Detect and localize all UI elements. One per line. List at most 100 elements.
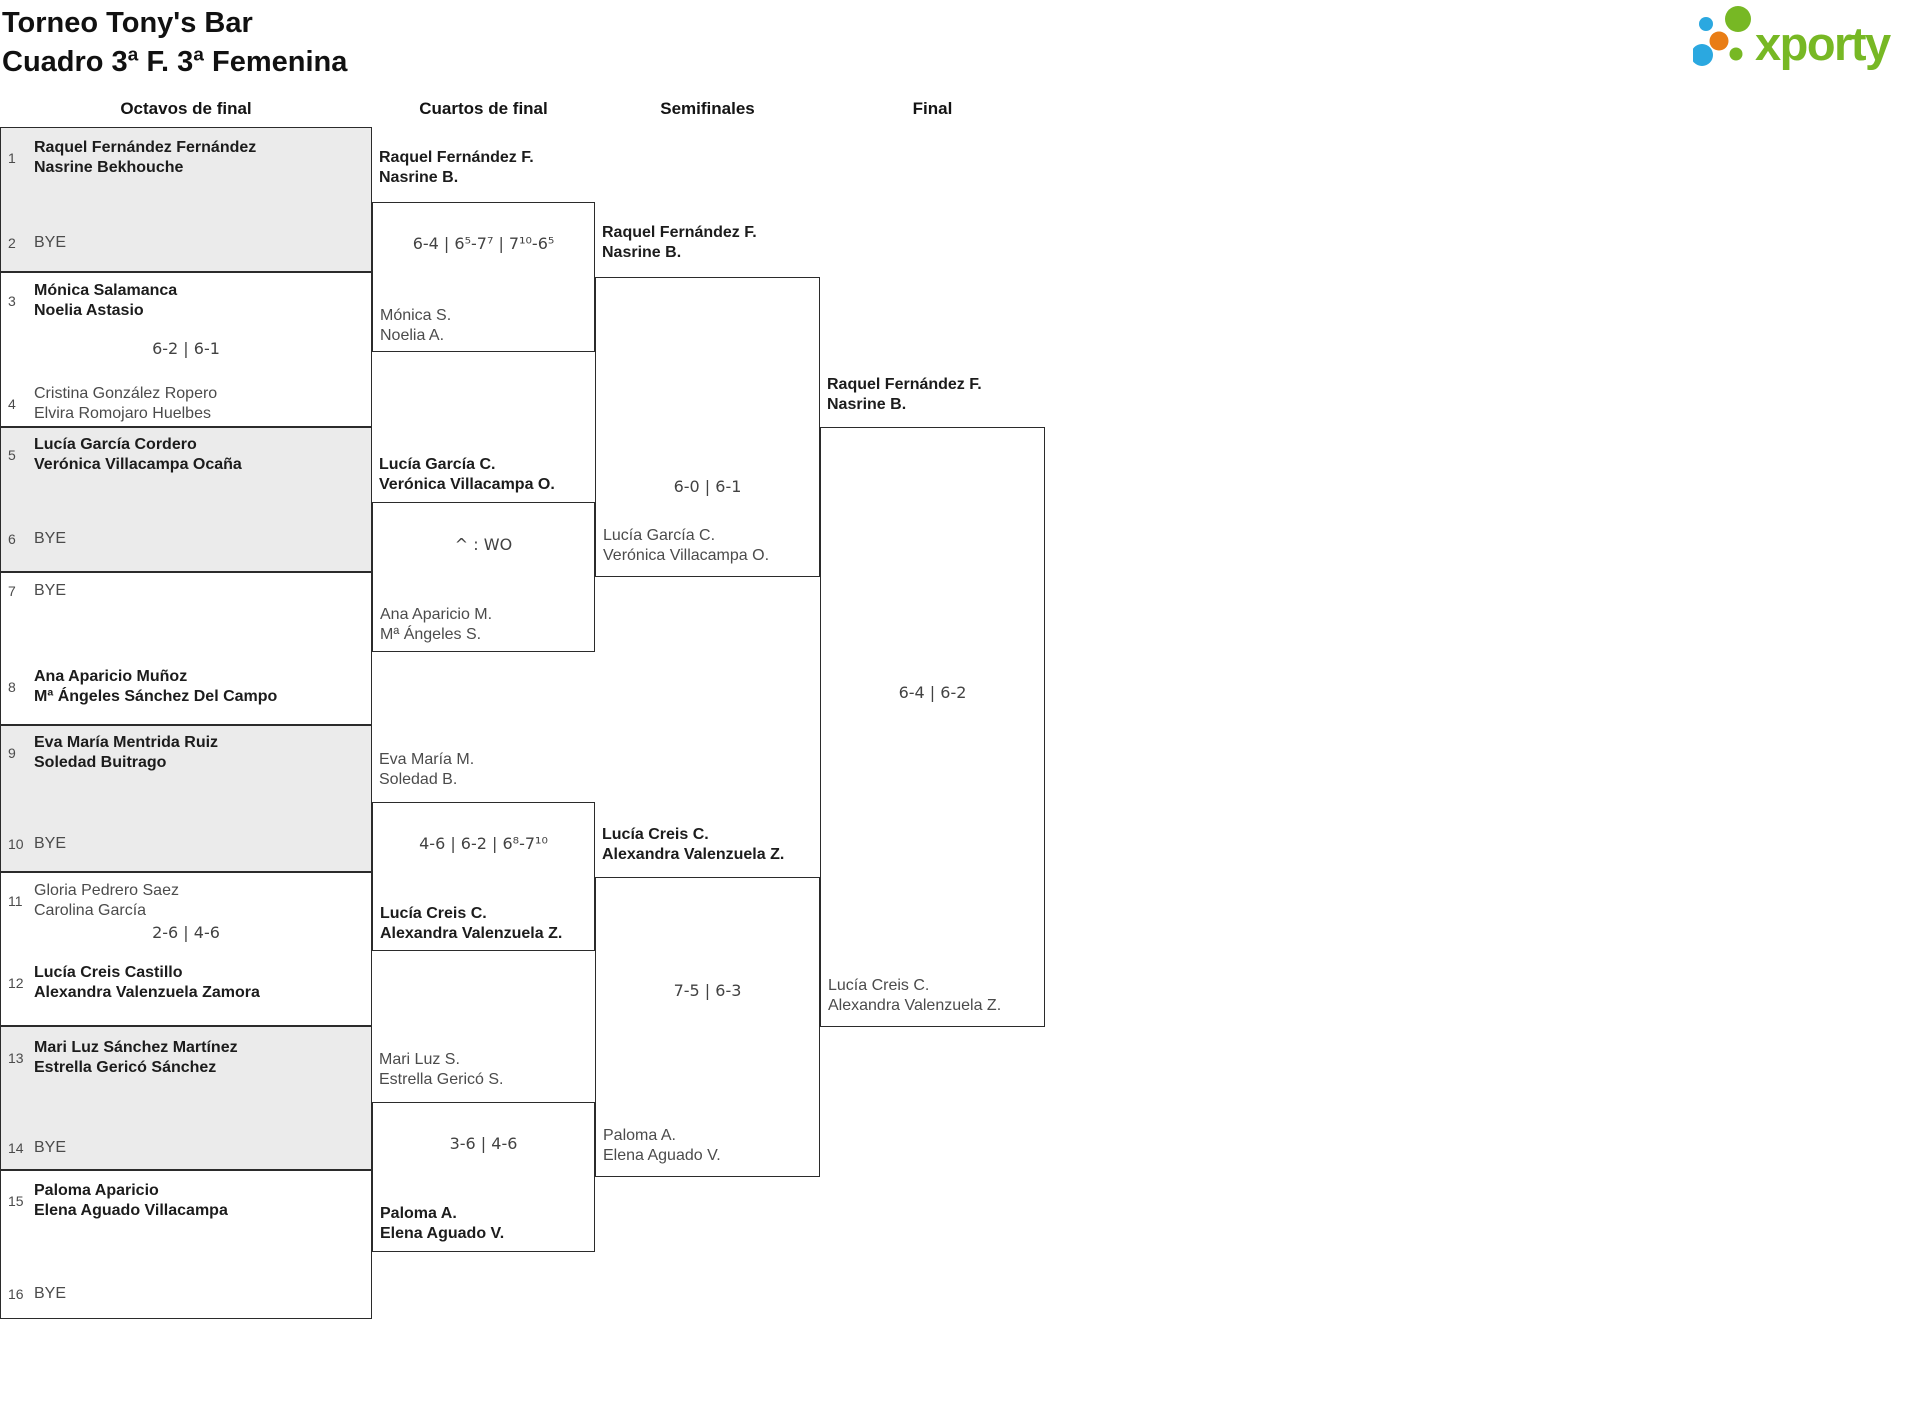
bye-label: BYE — [34, 234, 67, 251]
bye-label: BYE — [34, 530, 67, 547]
match-score: 4-6 | 6-2 | 6⁸-7¹⁰ — [419, 834, 548, 853]
qf2-team2-label: Ana Aparicio M.Mª Ángeles S. — [380, 605, 492, 645]
player-name: Gloria Pedrero Saez — [34, 882, 179, 899]
player-name: Paloma A. — [603, 1127, 676, 1144]
player-name: Lucía García C. — [603, 527, 716, 544]
player-name: Mónica S. — [380, 307, 452, 324]
player-name: Noelia A. — [380, 327, 445, 344]
player-name: Eva María M. — [379, 751, 475, 768]
match-score: 6-4 | 6-2 — [898, 683, 967, 702]
match-score: 3-6 | 4-6 — [449, 1134, 518, 1153]
qf-match-2-box: ^ : WO Ana Aparicio M.Mª Ángeles S. — [372, 502, 595, 652]
player-name: Eva María Mentrida Ruiz — [34, 734, 219, 751]
player-name: Verónica Villacampa O. — [379, 476, 555, 493]
player-name: Lucía García C. — [379, 456, 496, 473]
qf2-team1-label: Lucía García C. Verónica Villacampa O. — [379, 455, 555, 495]
seed-number: 13 — [8, 1050, 24, 1066]
seed-number: 10 — [8, 836, 24, 852]
player-name: Mari Luz Sánchez Martínez — [34, 1039, 238, 1056]
xporty-logo-text: xporty — [1755, 17, 1891, 70]
qf4-team2-label: Paloma A.Elena Aguado V. — [380, 1204, 504, 1244]
player-name: Raquel Fernández F. — [379, 149, 534, 166]
player-name: Mª Ángeles Sánchez Del Campo — [34, 688, 278, 705]
player-name: Soledad Buitrago — [34, 754, 167, 771]
match-score: ^ : WO — [454, 535, 513, 554]
qf-match-1-box: 6-4 | 6⁵-7⁷ | 7¹⁰-6⁵ Mónica S.Noelia A. — [372, 202, 595, 352]
qf4-team1-label: Mari Luz S. Estrella Gericó S. — [379, 1050, 503, 1090]
final-match-box: 6-4 | 6-2 Lucía Creis C. Alexandra Valenz… — [820, 427, 1045, 1027]
sf2-team2-label: Paloma A.Elena Aguado V. — [603, 1126, 721, 1166]
sf-match-2-box: 7-5 | 6-3 Paloma A.Elena Aguado V. — [595, 877, 820, 1177]
bye-label: BYE — [34, 835, 67, 852]
xporty-logo[interactable]: xporty — [1691, 2, 1920, 74]
tournament-name: Torneo Tony's Bar — [2, 7, 253, 39]
sf2-team1-label: Lucía Creis C.Alexandra Valenzuela Z. — [602, 825, 784, 865]
xporty-logo-icon: xporty — [1691, 6, 1893, 70]
player-name: Nasrine B. — [602, 244, 682, 261]
player-name: Elvira Romojaro Huelbes — [34, 405, 211, 422]
player-name: Lucía Creis C. — [602, 826, 709, 843]
player-name: Noelia Astasio — [34, 302, 144, 319]
bye-label: BYE — [34, 582, 67, 599]
final-team2-label: Lucía Creis C. Alexandra Valenzuela Z. — [828, 976, 1001, 1016]
round-header-final: Final — [912, 99, 953, 118]
player-name: Ana Aparicio M. — [380, 606, 493, 623]
qf1-team1-label: Raquel Fernández F. Nasrine B. — [379, 148, 534, 188]
player-name: Verónica Villacampa O. — [603, 547, 770, 564]
player-name: Paloma A. — [380, 1205, 457, 1222]
qf-match-4-box: 3-6 | 4-6 Paloma A.Elena Aguado V. — [372, 1102, 595, 1252]
match-score: 6-2 | 6-1 — [152, 339, 220, 358]
r16-slot-7: 7 BYE — [1, 581, 371, 601]
r16-slot-2: 2 BYE — [1, 233, 371, 253]
player-name: Lucía Creis C. — [828, 977, 930, 994]
bye-label: BYE — [34, 1139, 67, 1156]
sf-match-1-box: 6-0 | 6-1 Lucía García C. Verónica Villac… — [595, 277, 820, 577]
seed-number: 11 — [8, 893, 23, 909]
seed-number: 1 — [8, 150, 16, 166]
player-name: Raquel Fernández Fernández — [34, 139, 257, 156]
match-score: 7-5 | 6-3 — [673, 981, 742, 1000]
r16-slot-14: 14 BYE — [1, 1138, 371, 1158]
final-team1-label: Raquel Fernández F.Nasrine B. — [827, 375, 982, 415]
player-name: Lucía Creis C. — [380, 905, 487, 922]
player-name: Estrella Gericó S. — [379, 1071, 504, 1088]
sf1-team1-label: Raquel Fernández F.Nasrine B. — [602, 223, 757, 263]
player-name: Alexandra Valenzuela Z. — [380, 925, 563, 942]
player-name: Nasrine B. — [379, 169, 459, 186]
seed-number: 7 — [8, 583, 16, 599]
player-name: Elena Aguado Villacampa — [34, 1202, 228, 1219]
seed-number: 12 — [8, 975, 24, 991]
r16-slot-16: 16 BYE — [1, 1284, 371, 1304]
player-name: Mari Luz S. — [379, 1051, 460, 1068]
qf3-team2-label: Lucía Creis C. Alexandra Valenzuela Z. — [380, 904, 562, 944]
seed-number: 4 — [8, 396, 16, 412]
sf1-team2-label: Lucía García C. Verónica Villacampa O. — [603, 526, 769, 566]
player-name: Carolina García — [34, 902, 147, 919]
seed-number: 6 — [8, 531, 16, 547]
seed-number: 15 — [8, 1193, 24, 1209]
seed-number: 5 — [8, 447, 16, 463]
qf3-team1-label: Eva María M.Soledad B. — [379, 750, 474, 790]
seed-number: 3 — [8, 293, 16, 309]
player-name: Lucía García Cordero — [34, 436, 197, 453]
player-name: Alexandra Valenzuela Zamora — [34, 984, 260, 1001]
match-score: 6-0 | 6-1 — [673, 477, 742, 496]
r16-slot-6: 6 BYE — [1, 529, 371, 549]
draw-name: Cuadro 3ª F. 3ª Femenina — [2, 46, 348, 78]
player-name: Verónica Villacampa Ocaña — [34, 456, 242, 473]
player-name: Alexandra Valenzuela Z. — [828, 997, 1002, 1014]
bye-label: BYE — [34, 1285, 67, 1302]
